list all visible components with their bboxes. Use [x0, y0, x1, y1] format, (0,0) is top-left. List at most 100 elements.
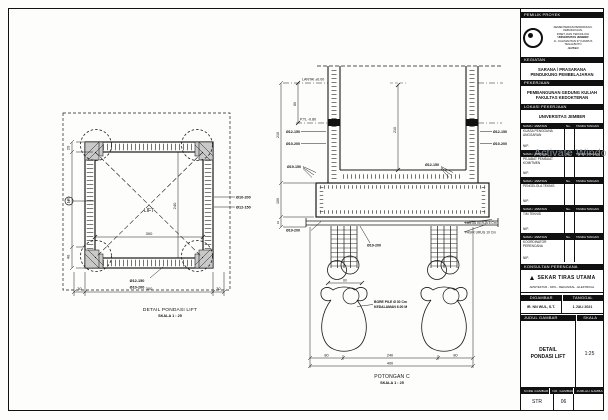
owner-header: PEMILIK PROYEK: [521, 12, 603, 18]
consultant-subline: ARSITEKTUR - SIPIL - MEKANIKAL - ELEKTRI…: [529, 285, 595, 289]
no-gambar-value: 06: [554, 394, 574, 410]
plan-dim-bot-right: 30: [216, 286, 221, 291]
sign-col-name: NAMA / JABATAN: [523, 124, 548, 128]
tanggal-value: 1 JULI 2021: [572, 305, 593, 309]
ministry-line: KEMENTERIAN PENDIDIKAN, KEBUDAYAAN,: [553, 25, 593, 33]
sign-col-name: NAMA / JABATAN: [523, 152, 548, 156]
kegiatan-text: SARANA / PRASARANA PENDUKUNG PEMBELAJARA…: [530, 66, 594, 77]
section-bottom-dim-chain: [307, 227, 476, 369]
drawing-title-line1: DETAIL: [539, 347, 557, 353]
bell-pile-right: [420, 286, 468, 352]
plan-view: LIFT 240 300 C 20 180 40: [62, 112, 251, 318]
section-cap-callout-left: Ø19-200: [286, 229, 300, 233]
ministry-line: JL. KALIMANTAN 37 KAMPUS TEGALBOTO: [553, 38, 593, 47]
kegiatan-header: KEGIATAN: [521, 57, 603, 63]
section-slab-callout-right: Ø12-150: [425, 163, 439, 167]
digambar-value: IR. NN WUL, S.T.: [521, 301, 562, 313]
plan-bottom-dim-chain: [71, 272, 227, 296]
title-block: PEMILIK PROYEK KEMENTERIAN PENDIDIKAN, K…: [520, 8, 604, 411]
no-gambar-header: NO. GAMBAR: [548, 388, 574, 394]
plan-scale-label: SKALA 1 : 25: [158, 314, 182, 318]
section-caption: POTONGAN C: [374, 374, 410, 380]
bell-pile-left: [320, 286, 368, 352]
drawing-scale-value: 1:25: [584, 351, 595, 357]
section-scale-label: SKALA 1 : 25: [380, 381, 404, 385]
sign-col-ttd: TANDA TANGAN: [576, 124, 599, 128]
ministry-line: JEMBER: [567, 45, 579, 50]
lokasi-header: LOKASI PEKERJAAN: [521, 104, 603, 110]
owner-logo-box: KEMENTERIAN PENDIDIKAN, KEBUDAYAAN, RISE…: [521, 20, 603, 56]
plan-lift-label: LIFT: [144, 208, 154, 214]
section-pile-note-2: KEDALAMAN 6.00 M: [374, 305, 407, 309]
section-slab-callout-left: Ø19-150: [287, 165, 301, 169]
sign-role: KOORDINATOR PERENCANA: [523, 240, 547, 248]
section-layer-note-2: PASIR URUG 10 Cm: [465, 231, 496, 235]
ministry-line: UNIVERSITAS JEMBER: [557, 35, 589, 40]
sign-nip: NIP.: [523, 227, 529, 232]
sign-col-no: No.: [566, 124, 571, 128]
consultant-name: SEKAR TIRAS UTAMA: [537, 275, 596, 281]
drawing-title: DETAIL PONDASI LIFT: [521, 321, 576, 387]
pekerjaan-text: PEMBANGUNAN GEDUNG KULIAH FAKULTAS KEDOK…: [526, 90, 598, 100]
section-dim-210-mid: 210: [393, 127, 397, 133]
section-dim-80: 80: [293, 102, 297, 106]
drawing-title-line2: PONDASI LIFT: [530, 354, 566, 360]
signature-row: NAMA / JABATAN No. TANDA TANGAN PEJABAT PE…: [521, 151, 603, 178]
section-dim-bot-1: 80: [324, 353, 328, 357]
sign-role: PEJABAT PEMBUAT KOMITMEN: [523, 157, 553, 165]
sign-col-ttd: TANDA TANGAN: [576, 235, 599, 239]
sign-col-ttd: TANDA TANGAN: [576, 152, 599, 156]
section-pile-note-1: BORE PILE Ø 30 Cm: [374, 300, 407, 304]
sign-col-no: No.: [566, 207, 571, 211]
tanggal-header: TANGGAL: [561, 295, 603, 301]
plan-rebar-callout-bot-1: Ø12-150: [130, 279, 145, 283]
plan-dim-bot-left: 30: [77, 286, 82, 291]
section-view: LANTAI ±0.00 P.TL -0.80 80 210 100 10: [276, 65, 507, 385]
plan-inner-vertical-dim: 240: [172, 202, 177, 209]
plan-rebar-callout-right-1: Ø10-200: [236, 196, 251, 200]
university-emblem-icon: [523, 28, 543, 48]
section-dim-100: 100: [276, 198, 280, 204]
consultant-logo-icon: ▲: [528, 274, 536, 282]
plan-rebar-callout-bot-2: Ø10-200: [130, 286, 145, 290]
plan-section-marker: C: [68, 200, 71, 204]
section-layer-note-1: LANTAI KERJA 5 Cm: [465, 221, 497, 225]
sign-nip: NIP.: [523, 256, 529, 261]
lokasi-text: UNIVERSITAS JEMBER: [538, 114, 586, 119]
section-wall-callout-left-2: Ø10-200: [286, 142, 300, 146]
section-dim-total: 400: [387, 361, 393, 365]
sign-nip: NIP.: [523, 199, 529, 204]
section-level-top-label: LANTAI ±0.00: [302, 78, 324, 82]
section-left-dim-chain: [278, 80, 315, 230]
sign-col-name: NAMA / JABATAN: [523, 207, 548, 211]
jumlah-gambar-header: JUMLAH GAMBAR: [572, 388, 603, 394]
section-dim-bot-2: 240: [387, 353, 393, 357]
sign-col-name: NAMA / JABATAN: [523, 179, 548, 183]
judul-gambar-header: JUDUL GAMBAR: [521, 315, 577, 321]
sign-col-no: No.: [566, 235, 571, 239]
plan-dim-left-top: 20: [66, 145, 71, 150]
plan-dim-left-mid: 180: [66, 196, 71, 203]
pile-cage-right: [427, 226, 460, 280]
pile-circles: [80, 129, 213, 272]
plan-dim-left-bot: 40: [66, 254, 71, 259]
digambar-header: DIGAMBAR: [521, 295, 562, 301]
kode-gambar-value: STR: [521, 394, 554, 410]
sign-col-no: No.: [566, 152, 571, 156]
sign-col-no: No.: [566, 179, 571, 183]
sign-col-name: NAMA / JABATAN: [523, 235, 548, 239]
skala-header: SKALA: [576, 315, 603, 321]
sign-col-ttd: TANDA TANGAN: [576, 207, 599, 211]
section-dim-bot-3: 80: [453, 353, 457, 357]
section-wall-callout-right-2: Ø10-200: [493, 142, 507, 146]
section-dim-60: 60: [343, 279, 347, 283]
sign-role: PENGELOLA TEKNIS: [523, 184, 555, 188]
sign-nip: NIP.: [523, 171, 529, 176]
plan-caption: DETAIL PONDASI LIFT: [143, 307, 197, 313]
activate-windows-watermark: Activate Windo: [534, 147, 607, 159]
pekerjaan-header: PEKERJAAN: [521, 80, 603, 86]
consultant-header: KONSULTAN PERENCANA: [521, 264, 603, 270]
